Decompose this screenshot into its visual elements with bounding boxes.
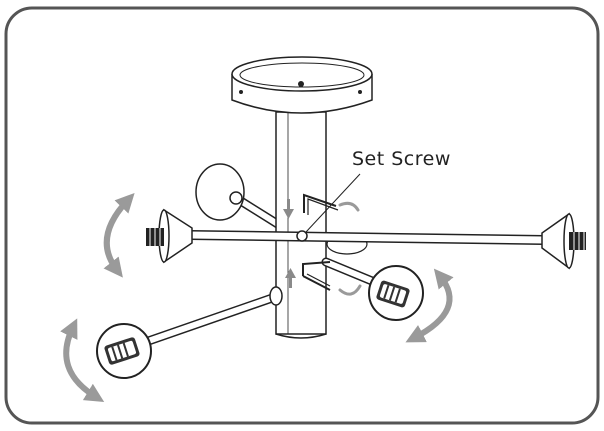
set-screw-upper: [303, 193, 339, 215]
light-arm-horizontal: [185, 230, 549, 245]
screw-direction-arrow-icon: [338, 201, 362, 296]
bulb-socket-icon: [146, 228, 164, 246]
screw-direction-arrow-icon: [285, 268, 296, 288]
down-rod-icon: [275, 111, 327, 339]
rotate-arrow-icon: [103, 193, 135, 278]
ceiling-canopy-icon: [231, 56, 373, 114]
rotate-arrow-icon: [60, 318, 105, 403]
rotate-arrow-icon: [405, 268, 454, 343]
bulb-socket-icon: [368, 265, 424, 321]
set-screw-leader-line: [305, 173, 361, 233]
bulb-socket-icon: [96, 323, 152, 379]
set-screw-label: Set Screw: [352, 148, 451, 170]
bulb-socket-icon: [569, 232, 586, 250]
screw-direction-arrow-icon: [283, 199, 294, 219]
socket-cup-icon: [195, 163, 245, 221]
set-screw-lower: [302, 261, 331, 291]
